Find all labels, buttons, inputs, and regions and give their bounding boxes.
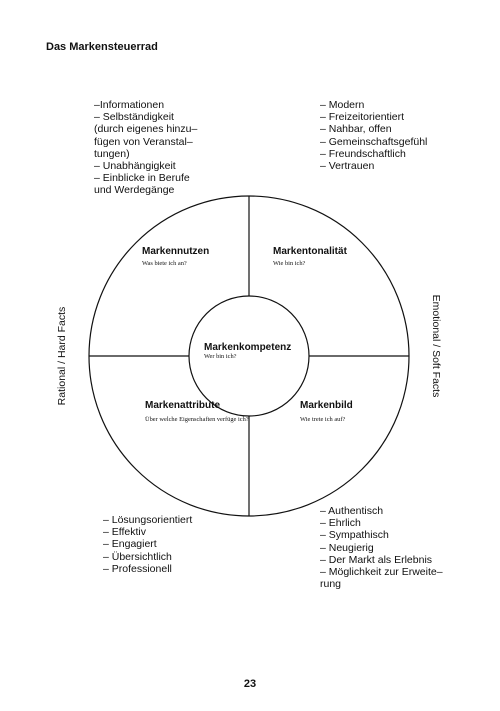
markenattribute-title: Markenattribute bbox=[145, 400, 221, 411]
markenkompetenz-subtitle: Wer bin ich? bbox=[204, 353, 237, 360]
markenbild-title: Markenbild bbox=[300, 400, 353, 411]
top-right-text-block: – Modern – Freizeitorientiert – Nahbar, … bbox=[320, 99, 428, 173]
markenkompetenz-title: Markenkompetenz bbox=[204, 342, 292, 353]
markentonalitaet-subtitle: Wie bin ich? bbox=[273, 260, 306, 267]
page-number: 23 bbox=[243, 678, 257, 690]
markennutzen-subtitle: Was biete ich an? bbox=[142, 260, 187, 267]
markennutzen-title: Markennutzen bbox=[142, 246, 210, 257]
page-title: Das Markensteuerrad bbox=[46, 41, 158, 53]
inner-circle bbox=[188, 295, 310, 417]
bottom-right-text-block: – Authentisch – Ehrlich – Sympathisch – … bbox=[320, 505, 443, 591]
markentonalitaet-title: Markentonalität bbox=[273, 246, 347, 257]
top-left-text-block: –Informationen – Selbständigkeit (durch … bbox=[94, 99, 198, 197]
markenbild-subtitle: Wie trete ich auf? bbox=[300, 416, 346, 423]
markenattribute-subtitle: Über welche Eigenschaften verfüge ich? bbox=[145, 416, 249, 423]
bottom-left-text-block: – Lösungsorientiert – Effektiv – Engagie… bbox=[103, 514, 193, 575]
